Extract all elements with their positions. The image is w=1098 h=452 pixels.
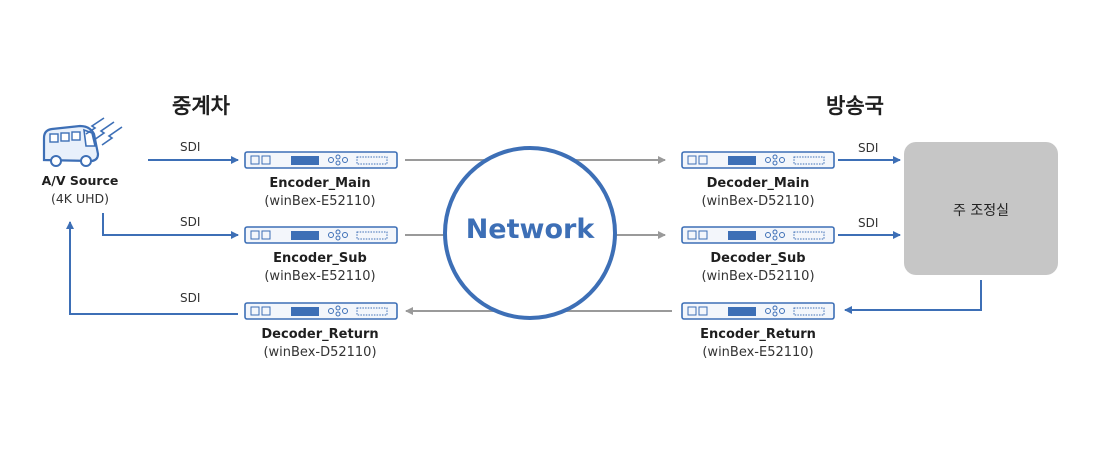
- sdi-line-source-to-encoder-sub: [102, 213, 239, 239]
- device-name-decoder-main: Decoder_Main: [706, 176, 810, 191]
- network-label: Network: [465, 214, 595, 245]
- sdi-label-3: SDI: [180, 291, 201, 305]
- source-sub-label: (4K UHD): [50, 191, 110, 206]
- studio-box: 주 조정실: [904, 142, 1058, 275]
- sdi-label-4: SDI: [858, 141, 879, 155]
- network-circle: [443, 146, 617, 320]
- sdi-line-decoder-return-to-source: [66, 221, 238, 315]
- device-model-encoder-return: (winBex-E52110): [702, 345, 814, 360]
- device-name-decoder-return: Decoder_Return: [261, 327, 379, 342]
- device-model-encoder-sub: (winBex-E52110): [264, 269, 376, 284]
- device-model-decoder-main: (winBex-D52110): [701, 194, 815, 209]
- device-model-decoder-sub: (winBex-D52110): [701, 269, 815, 284]
- sdi-label-5: SDI: [858, 216, 879, 230]
- device-model-encoder-main: (winBex-E52110): [264, 194, 376, 209]
- sdi-line-studio-to-encoder-return: [844, 280, 982, 314]
- device-name-encoder-main: Encoder_Main: [269, 176, 371, 191]
- rack-device-decoder-main: [681, 151, 835, 169]
- rack-device-decoder-sub: [681, 226, 835, 244]
- rack-device-encoder-main: [244, 151, 398, 169]
- broadcast-van-icon: [42, 124, 100, 167]
- rack-device-encoder-return: [681, 302, 835, 320]
- signal-lightning-icon: [85, 117, 123, 146]
- header-right: 방송국: [826, 94, 884, 118]
- sdi-label-1: SDI: [180, 140, 201, 154]
- rack-device-encoder-sub: [244, 226, 398, 244]
- device-name-decoder-sub: Decoder_Sub: [710, 251, 806, 266]
- sdi-label-2: SDI: [180, 215, 201, 229]
- device-model-decoder-return: (winBex-D52110): [263, 345, 377, 360]
- device-name-encoder-return: Encoder_Return: [700, 327, 816, 342]
- header-left: 중계차: [172, 94, 230, 118]
- rack-device-decoder-return: [244, 302, 398, 320]
- source-label: A/V Source: [41, 173, 119, 188]
- studio-label: 주 조정실: [953, 203, 1009, 219]
- device-name-encoder-sub: Encoder_Sub: [273, 251, 367, 266]
